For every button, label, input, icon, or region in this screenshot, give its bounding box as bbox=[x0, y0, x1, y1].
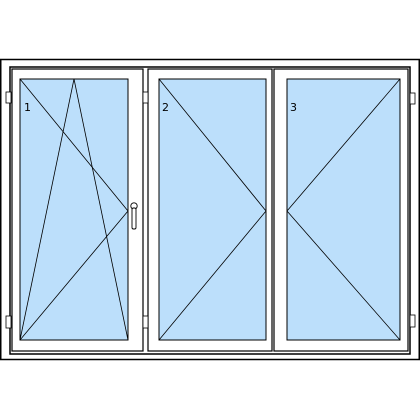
panel-1-turn-line bbox=[19, 78, 129, 341]
panel-3-hinge-top bbox=[409, 92, 416, 105]
panel-1-label: 1 bbox=[24, 101, 31, 114]
panel-3-hinge-bottom bbox=[409, 314, 416, 328]
panel-3-glass bbox=[286, 78, 401, 341]
panel-1-glass bbox=[19, 78, 129, 341]
panel-3-turn-line bbox=[286, 78, 401, 341]
panel-1: 1 bbox=[5, 68, 144, 352]
panel-1-tilt-line bbox=[19, 78, 129, 341]
panel-2-turn-line bbox=[158, 78, 267, 341]
panel-2-label: 2 bbox=[162, 101, 169, 114]
panel-3: 3 bbox=[273, 68, 416, 352]
panel-1-hinge-top bbox=[5, 91, 12, 104]
panel-3-label: 3 bbox=[290, 101, 297, 114]
panel-1-handle[interactable] bbox=[130, 202, 138, 230]
panel-2-hinge-top bbox=[142, 91, 149, 104]
panel-1-handle-grip[interactable] bbox=[131, 207, 137, 230]
panel-2: 2 bbox=[142, 68, 282, 352]
panel-1-hinge-bottom bbox=[5, 315, 12, 329]
panel-2-glass bbox=[158, 78, 267, 341]
panel-2-hinge-bottom bbox=[142, 315, 149, 329]
